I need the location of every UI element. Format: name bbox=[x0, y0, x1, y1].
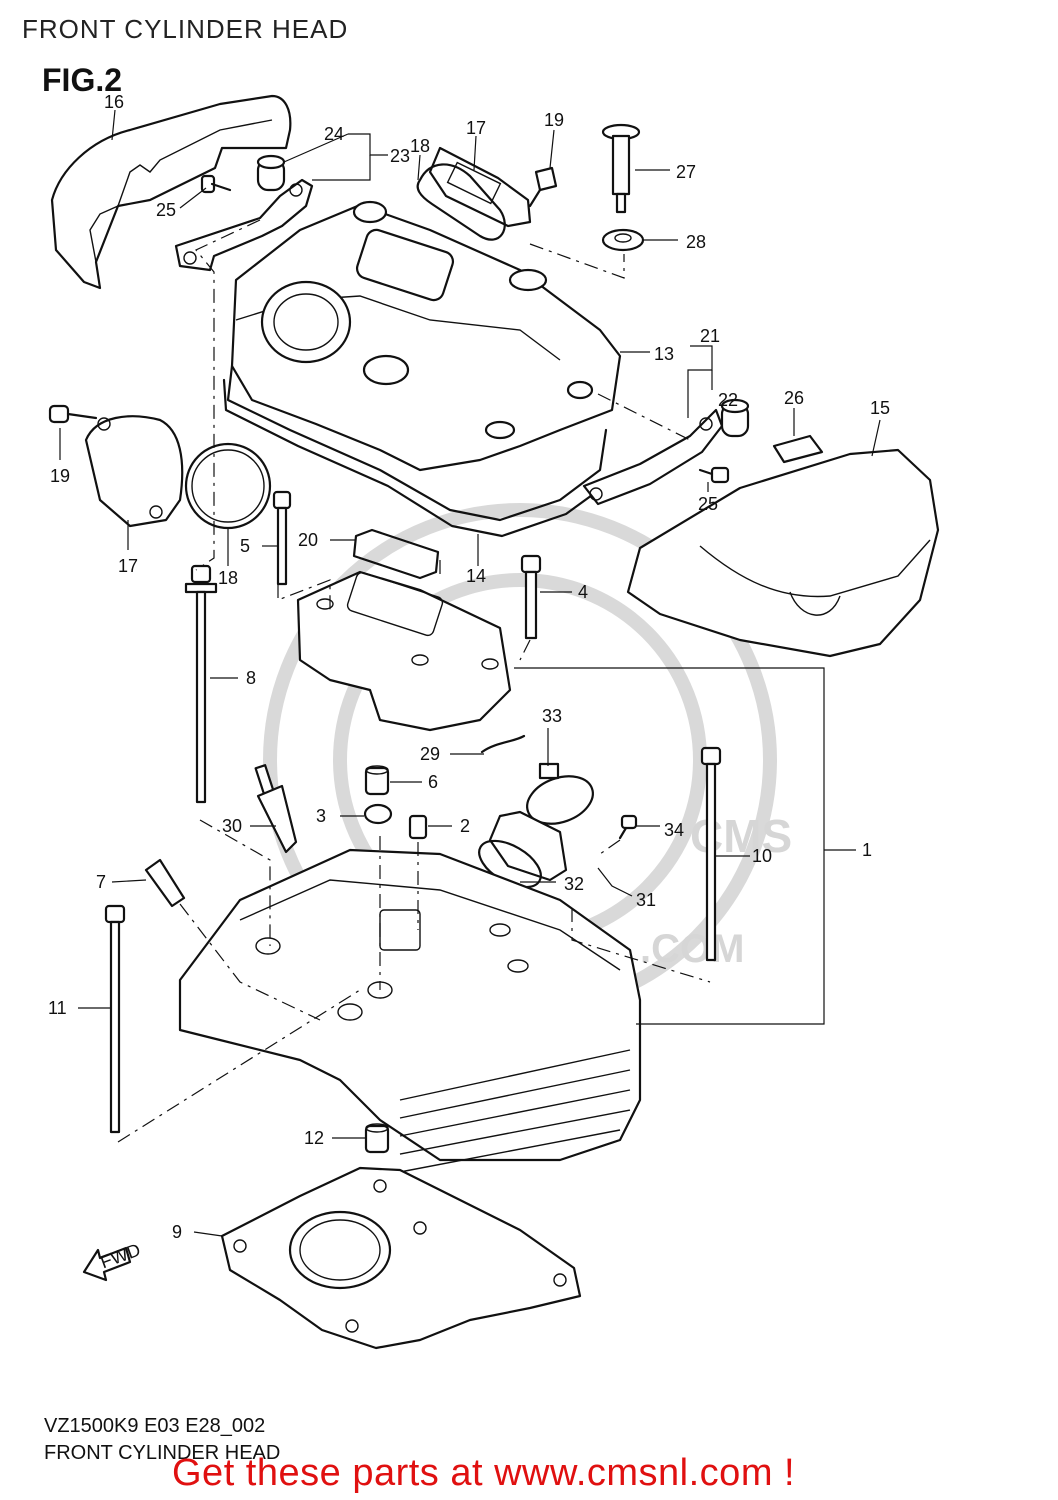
callout-17-left: 17 bbox=[118, 556, 138, 576]
outer-cover-part bbox=[626, 448, 940, 658]
callout-3: 3 bbox=[316, 806, 326, 826]
fwd-arrow-icon: FWD bbox=[82, 1240, 143, 1282]
callout-23: 23 bbox=[390, 146, 410, 166]
cylinder-head-cover-part bbox=[230, 200, 622, 472]
callout-25: 25 bbox=[156, 200, 176, 220]
callout-1: 1 bbox=[862, 840, 872, 860]
inspection-cap-part bbox=[84, 415, 184, 528]
callout-2: 2 bbox=[460, 816, 470, 836]
long-bolt-part bbox=[104, 904, 126, 1134]
callout-29: 29 bbox=[420, 744, 440, 764]
callout-4: 4 bbox=[578, 582, 588, 602]
callout-27: 27 bbox=[676, 162, 696, 182]
washer-part bbox=[601, 228, 645, 252]
cylinder-head-part bbox=[178, 848, 642, 1173]
intake-pipe-part bbox=[478, 810, 568, 889]
fwd-label: FWD bbox=[98, 1240, 143, 1273]
dowel-pin-part bbox=[364, 765, 390, 796]
bolt-part bbox=[698, 466, 730, 484]
figure-label: FIG.2 bbox=[42, 62, 123, 98]
callout-31: 31 bbox=[636, 890, 656, 910]
bracket-part bbox=[174, 178, 314, 272]
footer-caption: FRONT CYLINDER HEAD bbox=[44, 1442, 281, 1464]
long-bolt-part bbox=[700, 746, 722, 962]
model-code: VZ1500K9 E03 E28_002 bbox=[44, 1415, 266, 1437]
grommet-part bbox=[720, 398, 750, 438]
bolt-part bbox=[272, 490, 292, 586]
page-title: FRONT CYLINDER HEAD bbox=[22, 14, 349, 44]
grommet-part bbox=[256, 154, 286, 192]
callout-7: 7 bbox=[96, 872, 106, 892]
watermark-text: .COM bbox=[640, 927, 744, 971]
callout-8: 8 bbox=[246, 668, 256, 688]
callout-10: 10 bbox=[752, 846, 772, 866]
dowel-pin-part bbox=[408, 814, 428, 840]
damper-part bbox=[772, 434, 824, 464]
callout-24: 24 bbox=[324, 124, 344, 144]
gasket-part bbox=[352, 528, 440, 580]
o-ring-gasket-part bbox=[184, 442, 272, 530]
callout-18: 18 bbox=[410, 136, 430, 156]
callout-labels: 16 24 23 18 17 19 27 25 28 13 21 22 26 1… bbox=[48, 92, 890, 1242]
callout-33: 33 bbox=[542, 706, 562, 726]
promo-banner-link[interactable]: Get these parts at www.cmsnl.com ! bbox=[172, 1452, 796, 1494]
bolt-part bbox=[528, 166, 558, 208]
bolt-part bbox=[200, 174, 232, 194]
cover-bracket-part bbox=[582, 408, 724, 506]
callout-13: 13 bbox=[654, 344, 674, 364]
callout-16: 16 bbox=[104, 92, 124, 112]
bolt-part bbox=[48, 404, 98, 424]
dowel-pin-part bbox=[364, 1123, 390, 1154]
callout-21: 21 bbox=[700, 326, 720, 346]
callout-28: 28 bbox=[686, 232, 706, 252]
fitting-part bbox=[144, 858, 186, 908]
callout-25-right: 25 bbox=[698, 494, 718, 514]
intake-holder-part bbox=[296, 570, 512, 732]
collar-bolt-part bbox=[601, 123, 641, 214]
callout-22: 22 bbox=[718, 390, 738, 410]
callout-11: 11 bbox=[48, 998, 67, 1018]
heat-shield-part bbox=[50, 94, 292, 290]
callout-26: 26 bbox=[784, 388, 804, 408]
callout-18-left: 18 bbox=[218, 568, 238, 588]
callout-20: 20 bbox=[298, 530, 318, 550]
callout-19-left: 19 bbox=[50, 466, 70, 486]
callout-9: 9 bbox=[172, 1222, 182, 1242]
callout-17: 17 bbox=[466, 118, 486, 138]
callout-5: 5 bbox=[240, 536, 250, 556]
callout-6: 6 bbox=[428, 772, 438, 792]
callout-12: 12 bbox=[304, 1128, 324, 1148]
callout-15: 15 bbox=[870, 398, 890, 418]
cover-gasket-part bbox=[222, 364, 612, 538]
o-ring-gasket-part bbox=[416, 163, 506, 241]
leader-lines bbox=[59, 109, 881, 1237]
spark-plug-part bbox=[254, 764, 298, 854]
assembly-lines bbox=[117, 219, 711, 1143]
hose-clamp-part bbox=[526, 762, 594, 825]
watermark-brand: CMS bbox=[690, 810, 792, 862]
callout-14: 14 bbox=[466, 566, 486, 586]
callout-32: 32 bbox=[564, 874, 584, 894]
long-bolt-part bbox=[184, 564, 218, 804]
callout-34: 34 bbox=[664, 820, 684, 840]
callout-19: 19 bbox=[544, 110, 564, 130]
clip-part bbox=[480, 734, 526, 754]
head-gasket-part bbox=[220, 1166, 582, 1350]
bolt-part bbox=[520, 554, 542, 640]
screw-part bbox=[618, 814, 638, 840]
callout-30: 30 bbox=[222, 816, 242, 836]
o-ring-part bbox=[363, 803, 393, 825]
